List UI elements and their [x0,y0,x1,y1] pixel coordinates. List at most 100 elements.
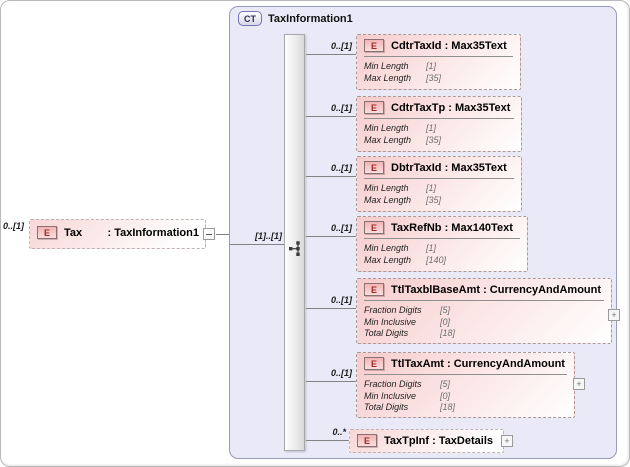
facet-name: Min Length [364,243,409,253]
complex-type-title: TaxInformation1 [268,12,353,25]
element-title: DbtrTaxId : Max35Text [391,161,507,174]
connector-line [306,116,356,117]
connector-line [306,236,356,237]
connector-line [306,381,356,382]
divider [364,118,514,119]
element-name: Tax [64,226,83,239]
facet-value: [140] [426,254,447,265]
sequence-icon [289,241,300,256]
facet-row: Total Digits [18] [364,402,567,414]
element-box-cdtrtaxid[interactable]: E CdtrTaxId : Max35Text Min Length [1] M… [356,34,521,90]
facet-value: [5] [440,305,451,315]
facet-row: Min Inclusive [0] [364,391,567,403]
compositor-bar[interactable] [284,34,305,451]
divider [364,56,513,57]
facet-row: Max Length [35] [364,73,513,85]
connector-line [306,440,349,441]
element-title: CdtrTaxId : Max35Text [391,39,507,52]
facet-value: [5] [440,379,451,389]
element-icon: E [364,283,384,296]
element-icon: E [364,161,384,174]
element-icon: E [364,101,384,114]
cardinality-label: 0..[1] [330,223,352,233]
cardinality-label: 0..[1] [330,41,352,51]
element-icon: E [364,221,384,234]
cardinality-label: 0..[1] [330,295,352,305]
facet-row: Min Length [1] [364,243,520,255]
facet-value: [1] [426,183,437,193]
connector-line [216,234,230,235]
root-cardinality-label: 0..[1] [3,221,25,231]
element-type: : TaxInformation1 [107,226,199,239]
element-box-taxrefnb[interactable]: E TaxRefNb : Max140Text Min Length [1] M… [356,216,528,272]
element-box-ttltaxblbaseamt[interactable]: E TtlTaxblBaseAmt : CurrencyAndAmount Fr… [356,278,612,344]
facet-name: Min Inclusive [364,316,417,327]
facet-row: Fraction Digits [5] [364,379,567,391]
element-icon: E [37,226,57,239]
divider [364,238,520,239]
element-title: CdtrTaxTp : Max35Text [391,101,511,114]
facet-name: Max Length [364,134,412,145]
facet-name: Max Length [364,194,412,205]
connector-line [306,176,356,177]
facet-name: Fraction Digits [364,305,422,315]
facet-row: Max Length [140] [364,255,520,267]
cardinality-label: 0..[1] [330,103,352,113]
element-box-tax[interactable]: E Tax : TaxInformation1 [29,219,206,249]
facet-name: Min Length [364,123,409,133]
facet-name: Max Length [364,72,412,83]
expand-button[interactable]: + [573,378,585,390]
facet-row: Total Digits [18] [364,328,604,340]
complex-type-icon: CT [238,11,262,26]
element-icon: E [364,39,384,52]
facet-row: Min Length [1] [364,183,514,195]
element-box-dbtrtaxid[interactable]: E DbtrTaxId : Max35Text Min Length [1] M… [356,156,522,212]
element-icon: E [364,357,384,370]
facet-row: Fraction Digits [5] [364,305,604,317]
plus-icon: + [576,378,582,389]
element-title: TaxTpInf : TaxDetails [384,434,494,447]
cardinality-label: 0..[1] [330,163,352,173]
facet-row: Min Length [1] [364,123,514,135]
facet-name: Total Digits [364,328,409,338]
connector-line [306,54,356,55]
facet-value: [1] [426,123,437,133]
plus-icon: + [504,435,510,446]
cardinality-label: 0..* [332,427,346,437]
facet-row: Max Length [35] [364,135,514,147]
facet-name: Total Digits [364,402,409,412]
connector-line [306,308,356,309]
facet-row: Max Length [35] [364,195,514,207]
element-box-ttltaxamt[interactable]: E TtlTaxAmt : CurrencyAndAmount Fraction… [356,352,575,418]
minus-icon [206,233,212,235]
compositor-cardinality-label: [1]..[1] [255,231,282,241]
connector-line [230,244,284,245]
element-box-taxtpinf[interactable]: E TaxTpInf : TaxDetails [349,429,504,453]
facet-value: [0] [440,316,451,327]
plus-icon: + [611,309,617,320]
facet-value: [1] [426,61,437,71]
facet-name: Min Length [364,183,409,193]
element-title: TaxRefNb : Max140Text [391,221,513,234]
element-box-cdtrtaxtp[interactable]: E CdtrTaxTp : Max35Text Min Length [1] M… [356,96,522,152]
element-title: TtlTaxAmt : CurrencyAndAmount [391,357,565,370]
facet-value: [18] [440,402,456,412]
divider [364,300,604,301]
divider [364,374,567,375]
expand-button[interactable]: + [608,309,620,321]
facet-row: Min Length [1] [364,61,513,73]
facet-value: [18] [440,328,456,338]
collapse-toggle[interactable] [203,228,215,240]
cardinality-label: 0..[1] [330,368,352,378]
facet-value: [35] [426,134,442,145]
facet-name: Fraction Digits [364,379,422,389]
facet-value: [0] [440,390,451,401]
facet-value: [35] [426,194,442,205]
facet-value: [1] [426,243,437,253]
facet-name: Max Length [364,254,412,265]
expand-button[interactable]: + [501,435,513,447]
facet-value: [35] [426,72,442,83]
element-title: TtlTaxblBaseAmt : CurrencyAndAmount [391,283,602,296]
facet-row: Min Inclusive [0] [364,317,604,329]
